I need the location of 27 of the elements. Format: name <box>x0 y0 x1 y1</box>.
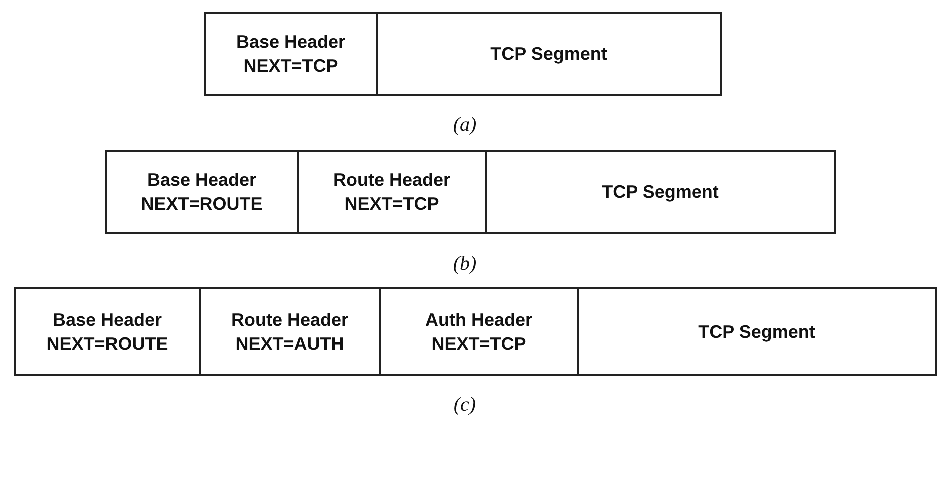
field-value: NEXT=TCP <box>344 193 440 216</box>
field-value: NEXT=ROUTE <box>46 332 168 356</box>
figure-caption: (b) <box>453 253 477 276</box>
field-title: Base Header <box>52 308 162 332</box>
field-title: Auth Header <box>425 308 532 332</box>
header-field-box <box>297 150 487 234</box>
header-field-box <box>577 287 937 376</box>
field-value: NEXT=TCP <box>432 332 526 356</box>
field-title: TCP Segment <box>490 43 608 66</box>
header-field-box <box>485 150 836 234</box>
field-title: TCP Segment <box>602 181 719 204</box>
header-field-box <box>199 287 381 376</box>
field-title: Base Header <box>236 31 346 54</box>
field-title: TCP Segment <box>698 320 816 344</box>
field-value: NEXT=ROUTE <box>141 193 263 216</box>
field-value: NEXT=TCP <box>244 55 338 78</box>
field-title: Route Header <box>231 308 349 332</box>
header-field-box <box>379 287 579 376</box>
header-field-box <box>14 287 201 376</box>
header-field-box <box>376 12 722 96</box>
field-value: NEXT=AUTH <box>236 332 344 356</box>
figure-caption: (a) <box>453 114 477 137</box>
header-field-box <box>105 150 299 234</box>
field-title: Base Header <box>147 169 257 192</box>
field-title: Route Header <box>333 169 451 192</box>
figure-caption: (c) <box>454 394 476 417</box>
header-field-box <box>204 12 378 96</box>
